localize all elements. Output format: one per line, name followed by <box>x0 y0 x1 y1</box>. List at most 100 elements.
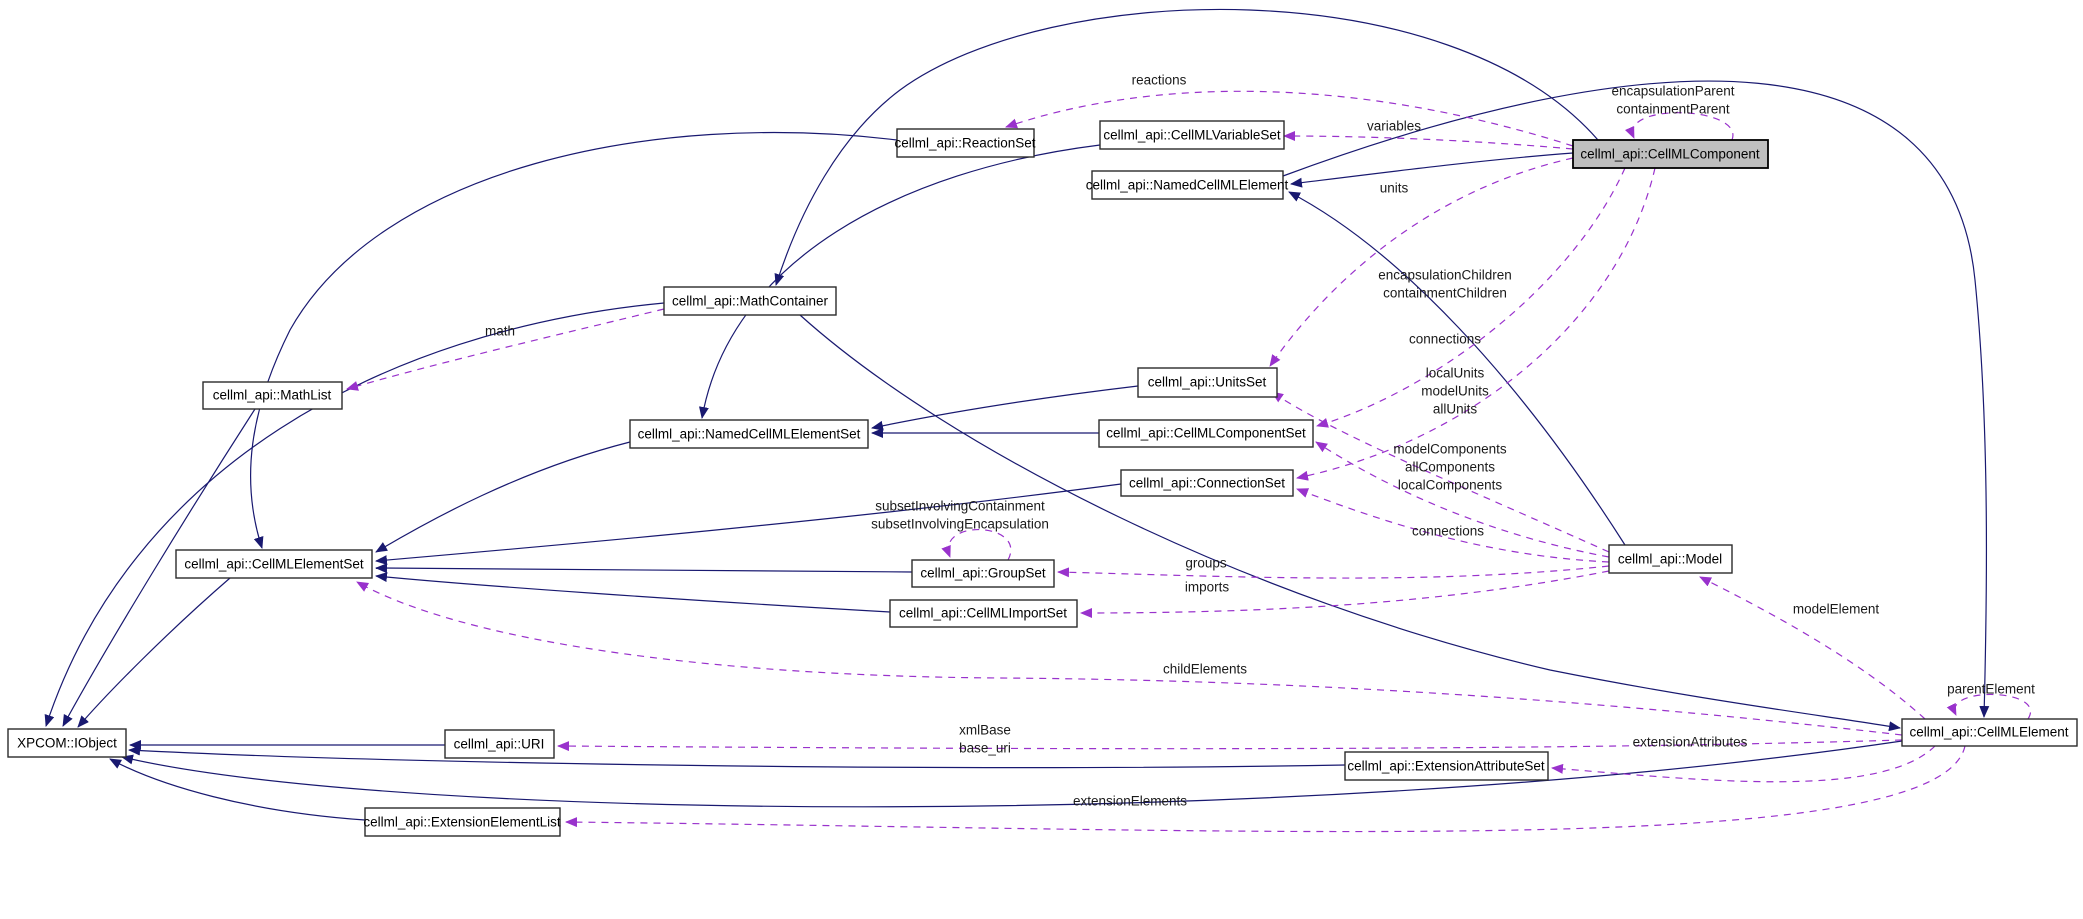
node-cellml-variable-set-box[interactable] <box>1099 120 1285 150</box>
label-encapsulation-parent-2: containmentParent <box>1616 102 1730 117</box>
node-named-cellml-element-set[interactable]: cellml_api::NamedCellMLElementSet <box>629 419 869 449</box>
label-subset-involving-1: subsetInvolvingContainment <box>875 499 1045 514</box>
node-named-cellml-element[interactable]: cellml_api::NamedCellMLElement <box>1086 170 1289 200</box>
node-cellml-component-label: cellml_api::CellMLComponent <box>1580 147 1760 162</box>
label-extension-attributes: extensionAttributes <box>1633 735 1748 750</box>
edge-component-connectionset <box>1296 167 1656 481</box>
edge-cellmlelement-extelemlist <box>565 745 1966 833</box>
edge-groupset-elementset <box>375 563 913 574</box>
edge-mathcontainer-mathlist <box>346 308 665 391</box>
node-cellml-element-box[interactable] <box>1901 718 2078 747</box>
node-extension-attribute-set-label: cellml_api::ExtensionAttributeSet <box>1347 759 1545 774</box>
edge-cellmlelement-iobject <box>121 740 1903 808</box>
node-model-label: cellml_api::Model <box>1618 552 1722 567</box>
node-group-set-label: cellml_api::GroupSet <box>920 566 1046 581</box>
node-cellml-element-set[interactable]: cellml_api::CellMLElementSet <box>175 549 373 579</box>
inheritance-edges <box>44 8 1990 821</box>
edge-mathlist-iobject <box>62 408 256 727</box>
node-named-cellml-element-box[interactable] <box>1091 170 1284 200</box>
node-connection-set-box[interactable] <box>1120 469 1294 497</box>
node-connection-set[interactable]: cellml_api::ConnectionSet <box>1120 469 1294 497</box>
edge-variableset-namedelementset <box>699 144 1101 419</box>
node-extension-attribute-set-box[interactable] <box>1344 751 1549 781</box>
label-local-units-1: localUnits <box>1426 366 1485 381</box>
node-reaction-set-box[interactable] <box>896 128 1035 158</box>
node-math-container[interactable]: cellml_api::MathContainer <box>663 286 837 316</box>
edge-mathcontainer-iobject <box>44 302 665 727</box>
node-reaction-set[interactable]: cellml_api::ReactionSet <box>894 128 1036 158</box>
label-xml-base-1: xmlBase <box>959 723 1011 738</box>
edge-model-connectionset <box>1296 488 1610 563</box>
edge-extelemlist-iobject <box>109 758 366 821</box>
label-local-units-2: modelUnits <box>1421 384 1489 399</box>
node-xpcom-iobject[interactable]: XPCOM::IObject <box>7 728 127 758</box>
node-extension-element-list[interactable]: cellml_api::ExtensionElementList <box>363 807 561 837</box>
label-encapsulation-parent-1: encapsulationParent <box>1611 84 1734 99</box>
label-groups: groups <box>1185 556 1227 571</box>
node-cellml-element[interactable]: cellml_api::CellMLElement <box>1901 718 2078 747</box>
edge-model-unitsset <box>1271 391 1610 553</box>
node-math-container-box[interactable] <box>663 286 837 316</box>
node-units-set[interactable]: cellml_api::UnitsSet <box>1137 367 1278 398</box>
node-group-set-box[interactable] <box>911 559 1055 588</box>
node-math-list[interactable]: cellml_api::MathList <box>202 381 343 410</box>
node-xpcom-iobject-label: XPCOM::IObject <box>17 736 117 751</box>
label-child-elements: childElements <box>1163 662 1247 677</box>
edge-cellmlelement-elementset <box>356 581 1903 736</box>
node-cellml-variable-set[interactable]: cellml_api::CellMLVariableSet <box>1099 120 1285 150</box>
edge-reactionset-elementset <box>250 132 898 549</box>
label-model-element: modelElement <box>1793 602 1880 617</box>
node-cellml-component-set-label: cellml_api::CellMLComponentSet <box>1106 426 1306 441</box>
label-units: units <box>1380 181 1409 196</box>
edge-model-namedelement <box>1288 191 1626 546</box>
label-model-components-1: modelComponents <box>1393 442 1507 457</box>
edge-unitsset-namedelementset <box>871 385 1139 431</box>
node-cellml-import-set-label: cellml_api::CellMLImportSet <box>899 606 1067 621</box>
edge-component-selfloop <box>1624 112 1734 141</box>
node-named-cellml-element-label: cellml_api::NamedCellMLElement <box>1086 178 1289 193</box>
label-encapsulation-children-2: containmentChildren <box>1383 286 1507 301</box>
label-variables: variables <box>1367 119 1421 134</box>
node-uri-label: cellml_api::URI <box>454 737 545 752</box>
node-group-set[interactable]: cellml_api::GroupSet <box>911 559 1055 588</box>
label-subset-involving-2: subsetInvolvingEncapsulation <box>871 517 1049 532</box>
node-math-list-box[interactable] <box>202 381 343 410</box>
node-uri-box[interactable] <box>444 729 555 759</box>
node-cellml-component-box[interactable] <box>1572 139 1769 169</box>
edge-component-unitsset <box>1269 157 1574 367</box>
node-units-set-label: cellml_api::UnitsSet <box>1148 375 1267 390</box>
node-cellml-element-set-label: cellml_api::CellMLElementSet <box>184 557 364 572</box>
node-cellml-element-label: cellml_api::CellMLElement <box>1909 725 2068 740</box>
node-units-set-box[interactable] <box>1137 367 1278 398</box>
node-cellml-component[interactable]: cellml_api::CellMLComponent <box>1572 139 1769 169</box>
label-math: math <box>485 324 515 339</box>
label-connections-model: connections <box>1412 524 1484 539</box>
edge-model-componentset <box>1315 441 1610 558</box>
edge-cellmlelement-extattrset <box>1551 745 1936 783</box>
node-connection-set-label: cellml_api::ConnectionSet <box>1129 476 1285 491</box>
node-reaction-set-label: cellml_api::ReactionSet <box>894 136 1035 151</box>
node-math-container-label: cellml_api::MathContainer <box>672 294 829 309</box>
node-model[interactable]: cellml_api::Model <box>1608 544 1733 574</box>
edge-connectionset-elementset <box>375 483 1122 566</box>
label-connections-component: connections <box>1409 332 1481 347</box>
node-cellml-import-set-box[interactable] <box>889 599 1078 628</box>
edge-component-componentset <box>1316 167 1626 428</box>
label-encapsulation-children-1: encapsulationChildren <box>1378 268 1512 283</box>
node-cellml-component-set[interactable]: cellml_api::CellMLComponentSet <box>1098 419 1314 448</box>
node-cellml-component-set-box[interactable] <box>1098 419 1314 448</box>
label-model-components-2: allComponents <box>1405 460 1495 475</box>
node-extension-element-list-box[interactable] <box>364 807 561 837</box>
edge-component-reactionset <box>1005 90 1574 147</box>
edge-labels: reactions variables units encapsulationP… <box>485 73 2035 809</box>
node-model-box[interactable] <box>1608 544 1733 574</box>
node-uri[interactable]: cellml_api::URI <box>444 729 555 759</box>
node-cellml-element-set-box[interactable] <box>175 549 373 579</box>
node-named-cellml-element-set-label: cellml_api::NamedCellMLElementSet <box>638 427 861 442</box>
node-xpcom-iobject-box[interactable] <box>7 728 127 758</box>
node-named-cellml-element-set-box[interactable] <box>629 419 869 449</box>
node-extension-attribute-set[interactable]: cellml_api::ExtensionAttributeSet <box>1344 751 1549 781</box>
node-cellml-import-set[interactable]: cellml_api::CellMLImportSet <box>889 599 1078 628</box>
node-extension-element-list-label: cellml_api::ExtensionElementList <box>363 815 561 830</box>
